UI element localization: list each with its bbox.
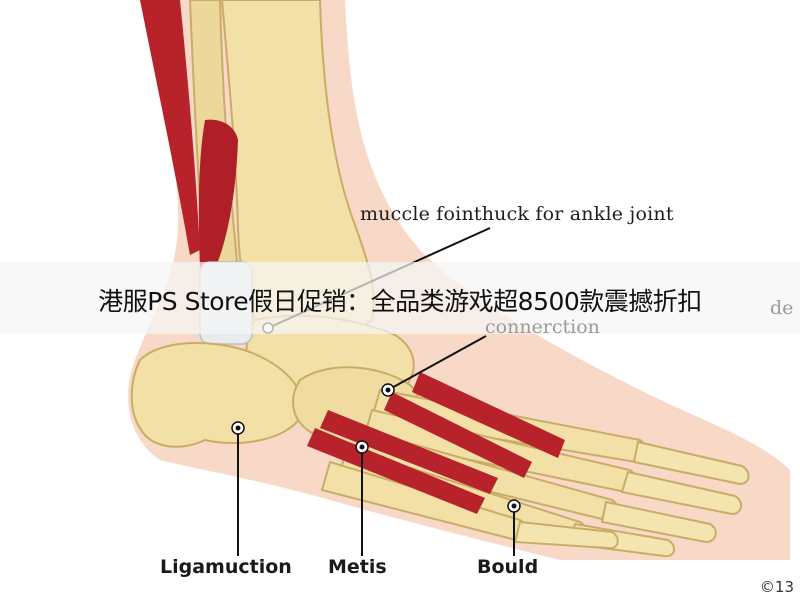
metis-label: Metis xyxy=(328,556,387,578)
muscle-label: muccle fointhuck for ankle joint xyxy=(360,203,674,225)
muscle-posterior-1 xyxy=(140,0,200,255)
calcaneus-bone xyxy=(130,342,304,448)
foot-tendons xyxy=(307,372,565,514)
connection-label: connerction xyxy=(485,316,600,338)
ligament-label: Ligamuction xyxy=(160,556,292,578)
promo-banner xyxy=(0,262,800,334)
muscle-posterior-2 xyxy=(198,119,238,275)
copyright-mark: ©13 xyxy=(759,578,794,596)
phalanges xyxy=(513,440,750,558)
connection-label-partial: de xyxy=(770,297,794,319)
bould-label: Bould xyxy=(477,556,539,578)
promo-banner-text: 港服PS Store假日促销：全品类游戏超8500款震撼折扣 xyxy=(98,287,702,316)
